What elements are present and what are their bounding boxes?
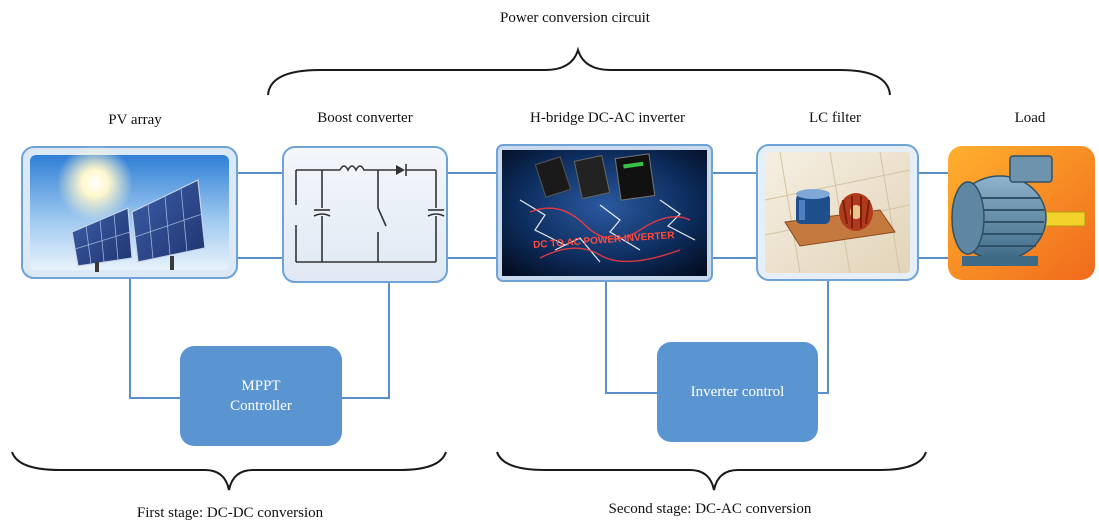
inverter-control-label: Inverter control xyxy=(690,384,785,400)
inverter-control: Inverter control xyxy=(657,342,818,442)
boost-converter-label: Boost converter xyxy=(317,110,413,126)
second-stage-label: Second stage: DC-AC conversion xyxy=(608,501,812,517)
pv-array-block xyxy=(21,145,238,279)
lightning-icon xyxy=(519,199,696,263)
top-brace xyxy=(267,46,891,96)
diagram-title: Power conversion circuit xyxy=(500,10,650,26)
capacitor-icon xyxy=(796,189,830,224)
inverter-devices-icon xyxy=(534,153,656,201)
mppt-controller-line2: Controller xyxy=(230,398,292,414)
power-bus-lines xyxy=(237,172,948,259)
pv-array-label: PV array xyxy=(108,112,162,128)
mppt-controller: MPPT Controller xyxy=(180,346,342,446)
boost-circuit-schematic xyxy=(295,165,445,263)
inverter-label: H-bridge DC-AC inverter xyxy=(530,110,685,126)
load-label: Load xyxy=(1014,110,1046,126)
boost-converter-block xyxy=(282,146,448,283)
lc-filter-label: LC filter xyxy=(808,110,862,126)
mppt-feedback-lines xyxy=(129,278,390,399)
solar-panel-icon xyxy=(71,179,206,272)
inductor-icon xyxy=(839,193,873,231)
inverter-block: DC TO AC POWER INVERTER xyxy=(496,144,713,282)
diode-icon xyxy=(396,165,405,175)
mppt-controller-line1: MPPT xyxy=(241,378,281,394)
sun-icon xyxy=(57,145,133,221)
load-block xyxy=(948,146,1095,280)
first-stage-label: First stage: DC-DC conversion xyxy=(136,505,324,521)
motor-icon xyxy=(951,155,1086,266)
lc-filter-block xyxy=(756,144,919,281)
second-stage-brace xyxy=(496,451,927,491)
first-stage-brace xyxy=(11,451,447,491)
inverter-control-lines xyxy=(605,280,829,394)
